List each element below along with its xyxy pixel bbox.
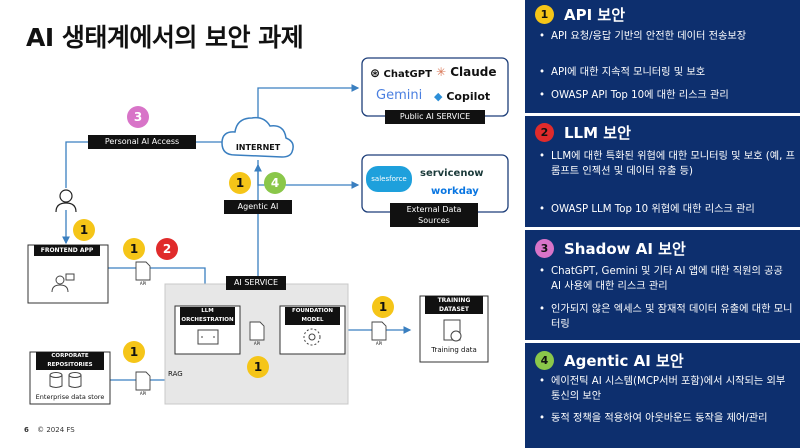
api-label: API <box>139 281 147 286</box>
bullet-item: OWASP LLM Top 10 위협에 대한 리스크 관리 <box>539 202 795 217</box>
section-title: Shadow AI 보안 <box>564 240 686 258</box>
api-label: API <box>253 341 261 346</box>
enterprise-data-store-caption: Enterprise data store <box>35 393 105 401</box>
section-divider <box>525 340 800 343</box>
section-divider <box>525 227 800 230</box>
bullet-item: 인가되지 않은 엑세스 및 잠재적 데이터 유출에 대한 모니터링 <box>539 302 795 332</box>
copilot-logo: ◆ Copilot <box>434 90 491 103</box>
internet-label: INTERNET <box>235 143 281 152</box>
marker-2: 2 <box>156 238 178 260</box>
marker-1: 1 <box>123 341 145 363</box>
badge-3: 3 <box>535 239 554 258</box>
training-data-caption: Training data <box>431 346 477 354</box>
gemini-logo: Gemini <box>376 88 423 103</box>
api-label: API <box>139 391 147 396</box>
foundation-model-label: FOUNDATION MODEL <box>285 307 340 325</box>
section-title: Agentic AI 보안 <box>564 352 684 370</box>
internet-cloud-icon <box>221 116 294 158</box>
bullet-item: ChatGPT, Gemini 및 기타 AI 앱에 대한 직원의 공공 AI … <box>539 264 795 294</box>
footer: 6 © 2024 FS <box>24 426 75 434</box>
bullet-item: API 요청/응답 기반의 안전한 데이터 전송보장 <box>539 29 795 44</box>
section-header: 3 Shadow AI 보안 <box>535 238 686 259</box>
bullet-item: LLM에 대한 특화된 위협에 대한 모니터링 및 보호 (예, 프롬프트 인젝… <box>539 149 795 179</box>
security-panel: 1 API 보안 API 요청/응답 기반의 안전한 데이터 전송보장 API에… <box>525 0 800 448</box>
chatgpt-logo: ⊛ ChatGPT <box>370 66 432 80</box>
marker-4: 4 <box>264 172 286 194</box>
page-title: AI 생태계에서의 보안 과제 <box>26 23 304 52</box>
badge-2: 2 <box>535 123 554 142</box>
bullet-item: API에 대한 지속적 모니터링 및 보호 <box>539 65 795 80</box>
ai-service-label: AI SERVICE <box>226 276 286 290</box>
database-icon <box>49 372 82 388</box>
section-header: 2 LLM 보안 <box>535 122 631 143</box>
bullet-item: OWASP API Top 10에 대한 리스크 관리 <box>539 88 795 103</box>
external-data-sources-label: External Data Sources <box>390 203 478 227</box>
user-icon <box>55 189 77 213</box>
public-ai-service-label: Public AI SERVICE <box>385 110 485 124</box>
llm-orchestration-label: LLM ORCHESTRATION <box>180 307 235 325</box>
copilot-icon: ◆ <box>434 90 443 103</box>
bullet-item: 에이전틱 AI 시스템(MCP서버 포함)에서 시작되는 외부 통신의 보안 <box>539 374 795 404</box>
claude-icon: ✳ <box>436 65 447 79</box>
code-window-icon <box>197 329 219 345</box>
servicenow-logo: servicenow <box>420 168 484 179</box>
section-header: 4 Agentic AI 보안 <box>535 350 684 371</box>
section-title: API 보안 <box>564 6 626 24</box>
claude-logo: ✳ Claude <box>436 65 497 79</box>
app-user-icon <box>51 273 75 293</box>
agentic-ai-label: Agentic AI <box>224 200 292 214</box>
architecture-diagram <box>27 57 509 405</box>
marker-1: 1 <box>123 238 145 260</box>
badge-4: 4 <box>535 351 554 370</box>
copyright: © 2024 FS <box>37 426 75 434</box>
frontend-app-label: FRONTEND APP <box>34 245 100 256</box>
rag-label: RAG <box>168 370 183 378</box>
bullet-item: 동적 정책을 적용하여 아웃바운드 동작을 제어/관리 <box>539 411 795 426</box>
section-divider <box>525 113 800 116</box>
api-doc-icon <box>135 261 387 391</box>
training-dataset-label: TRAINING DATASET <box>425 296 483 314</box>
personal-ai-access-label: Personal AI Access <box>88 135 196 149</box>
section-title: LLM 보안 <box>564 124 631 142</box>
marker-1: 1 <box>372 296 394 318</box>
marker-1: 1 <box>73 219 95 241</box>
section-header: 1 API 보안 <box>535 4 625 25</box>
model-icon <box>303 328 321 346</box>
salesforce-logo: salesforce <box>366 166 412 192</box>
marker-1: 1 <box>247 356 269 378</box>
chatgpt-icon: ⊛ <box>370 66 381 80</box>
badge-1: 1 <box>535 5 554 24</box>
api-label: API <box>375 341 383 346</box>
marker-3: 3 <box>127 106 149 128</box>
training-data-icon <box>443 319 462 342</box>
page-number: 6 <box>24 426 29 434</box>
corporate-repositories-label: CORPORATE REPOSITORIES <box>36 352 104 370</box>
workday-logo: workday <box>431 186 479 197</box>
marker-1: 1 <box>229 172 251 194</box>
